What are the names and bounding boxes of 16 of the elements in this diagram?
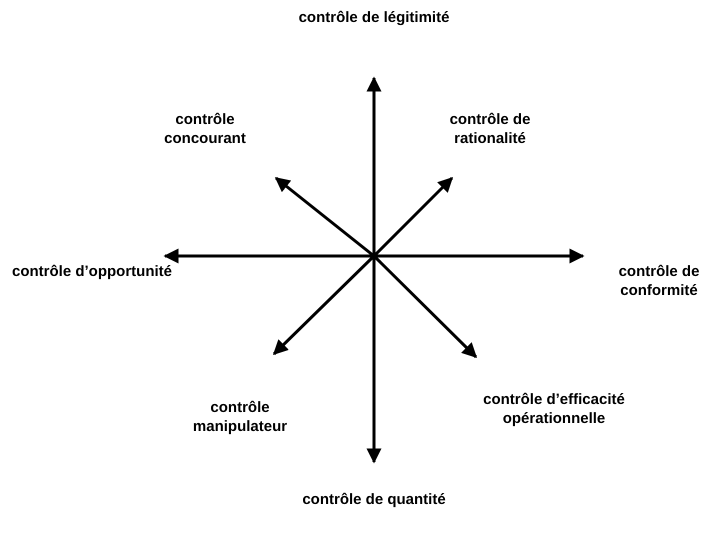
arrow (164, 248, 374, 264)
axis-label: contrôle d’opportunité (12, 262, 172, 281)
arrow (274, 176, 375, 258)
axis-label: contrôle manipulateur (170, 398, 310, 436)
arrow (372, 176, 454, 258)
arrow (374, 248, 584, 264)
axis-label: contrôle concourant (140, 110, 270, 148)
axis-label: contrôle de légitimité (294, 8, 454, 27)
arrow (366, 256, 382, 464)
arrow (366, 76, 382, 256)
axis-label: contrôle de conformité (592, 262, 726, 300)
axis-label: contrôle de quantité (294, 490, 454, 509)
arrow (372, 254, 478, 358)
axis-label: contrôle d’efficacité opérationnelle (480, 390, 628, 428)
axis-label: contrôle de rationalité (420, 110, 560, 148)
arrow (272, 254, 376, 356)
